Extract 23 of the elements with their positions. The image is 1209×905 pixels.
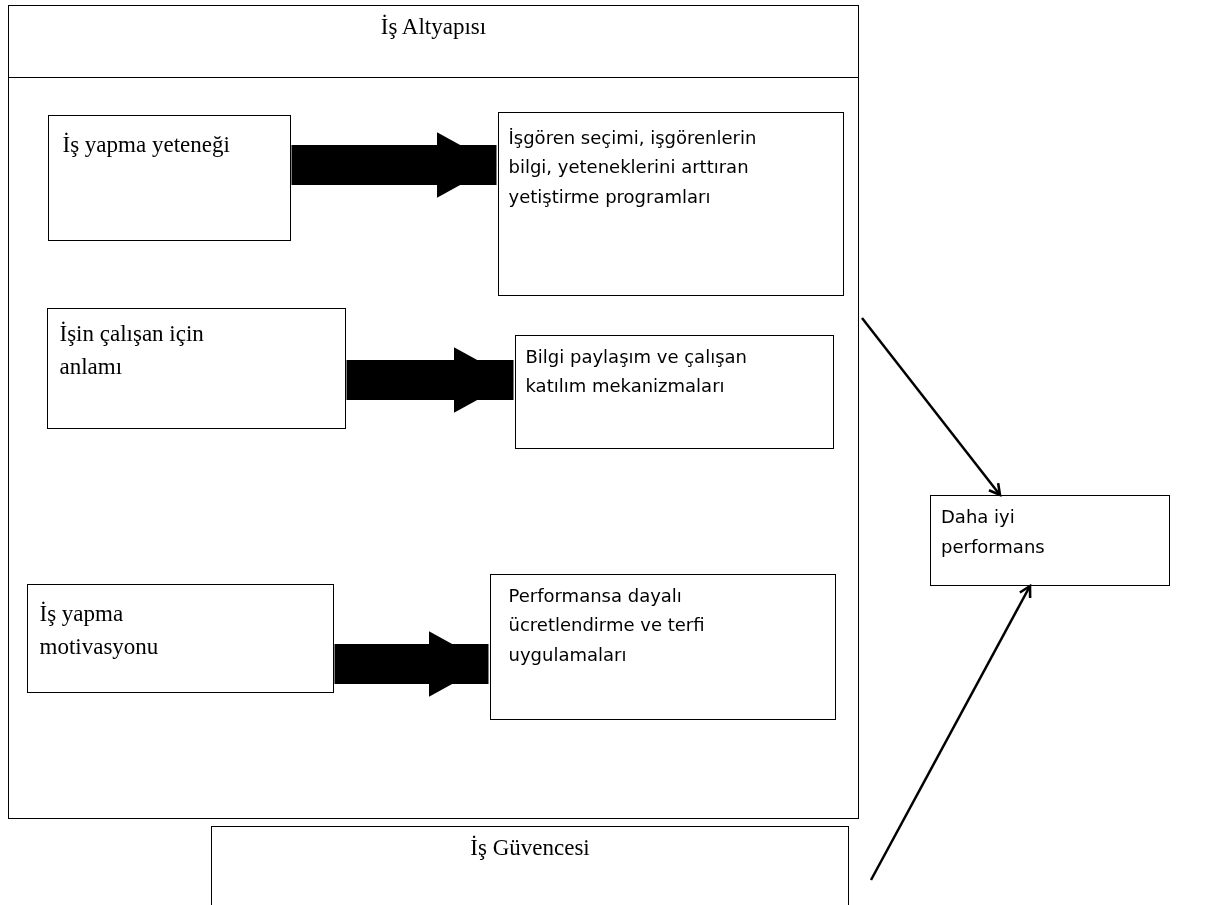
box-text: İş yapma yeteneği xyxy=(62,130,231,159)
text-box xyxy=(46,307,346,429)
block-arrow xyxy=(346,350,514,410)
text-box xyxy=(514,334,834,449)
box-text: Bilgi paylaşım ve çalışan katılım mekanizmaları xyxy=(525,344,748,399)
text-box xyxy=(930,495,1170,586)
text-box xyxy=(47,114,291,241)
box-text: Daha iyi performans xyxy=(941,505,1046,559)
block-arrow xyxy=(291,135,497,195)
group-heading: İş Altyapısı xyxy=(379,13,488,41)
group-heading: İş Güvencesi xyxy=(469,834,591,862)
box-text: İşgören seçimi, işgörenlerin bilgi, yeteneklerini arttıran yetiştirme programları xyxy=(508,125,758,209)
box-text: Performansa dayalı ücretlendirme ve terfi uygulamaları xyxy=(508,583,706,667)
text-box xyxy=(26,583,334,693)
group-box xyxy=(211,826,849,905)
group-box xyxy=(8,5,859,819)
block-arrow xyxy=(334,634,489,694)
text-box xyxy=(497,111,844,296)
box-text: İş yapma motivasyonu xyxy=(39,599,160,661)
arrow xyxy=(861,317,1002,497)
arrow xyxy=(869,584,1032,881)
text-box xyxy=(489,573,836,720)
box-text: İşin çalışan için anlamı xyxy=(59,319,205,381)
